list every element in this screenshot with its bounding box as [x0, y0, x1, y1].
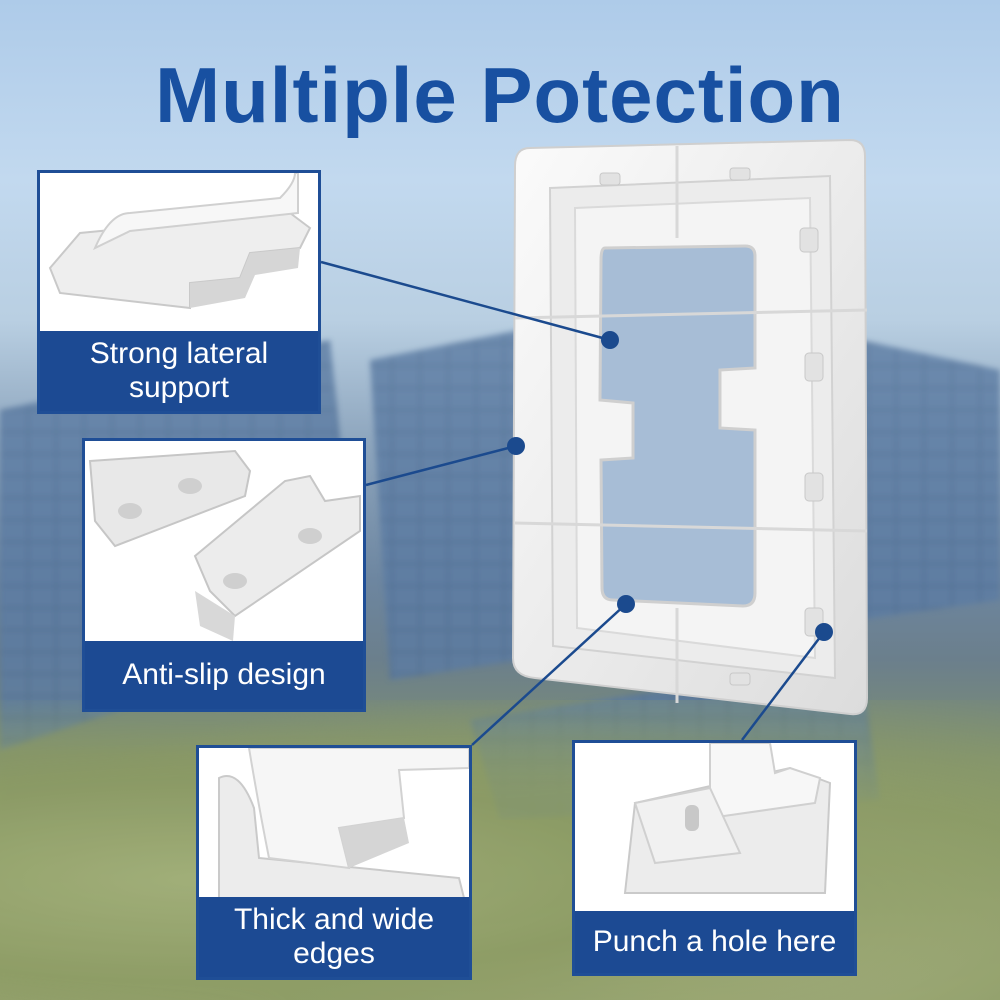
lateral-support-image [48, 173, 312, 310]
callout-label: Punch a hole here [575, 911, 854, 973]
bracket-product-image [511, 138, 869, 716]
thick-edges-image [218, 748, 469, 898]
punch-hole-image [623, 743, 832, 894]
callout-anti-slip-design: Anti-slip design [82, 438, 366, 712]
anti-slip-image [88, 449, 361, 641]
callout-label: Anti-slip design [85, 641, 363, 709]
callout-strong-lateral-support: Strong lateral support [37, 170, 321, 414]
callout-label: Thick and wide edges [199, 897, 469, 977]
page-title: Multiple Potection [155, 51, 845, 139]
callout-punch-a-hole-here: Punch a hole here [572, 740, 857, 976]
callout-label: Strong lateral support [40, 331, 318, 411]
callout-thick-and-wide-edges: Thick and wide edges [196, 745, 472, 980]
